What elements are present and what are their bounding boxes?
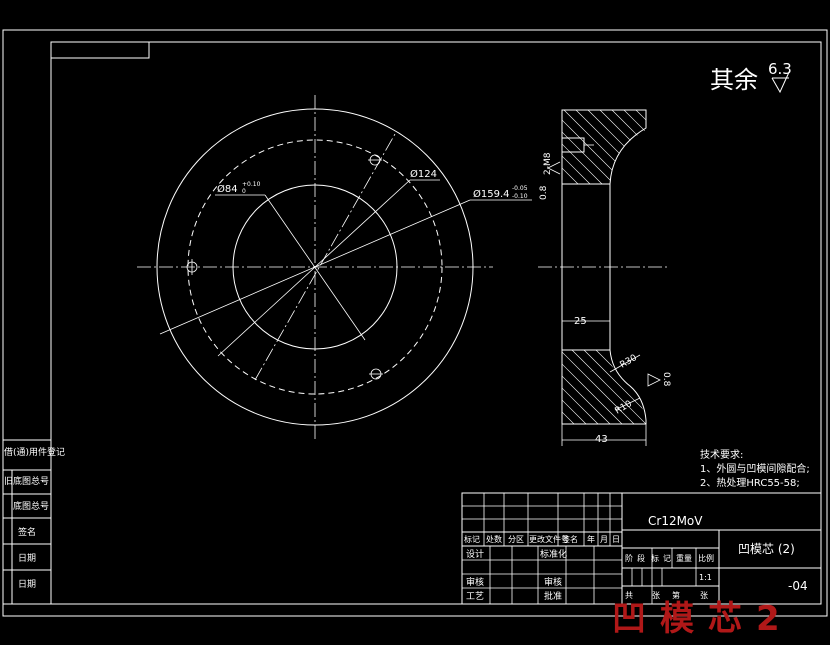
tech-req-title: 技术要求:: [700, 448, 743, 461]
sheet-current-label: 第: [672, 590, 680, 600]
inner-circle: [232, 184, 398, 350]
roughness-note: 其余 6.3: [710, 60, 792, 94]
sheet-unit2-label: 张: [700, 591, 708, 600]
watermark-text: 凹模芯2: [612, 599, 794, 639]
inner-dia-text: Ø84: [217, 183, 238, 195]
rev-header-day: 日: [612, 535, 620, 544]
outer-dia-leader: [159, 199, 471, 335]
material-text: Cr12MoV: [648, 514, 703, 528]
drawing-number-text: -04: [788, 579, 808, 593]
thread-hole-icon: [561, 137, 585, 153]
outer-dia-text: Ø159.4: [473, 188, 510, 200]
rev-header-mark: 标记: [464, 534, 480, 544]
outer-circle: [156, 108, 474, 426]
front-view: Ø84 +0.10 0 Ø124 Ø159.4 -0.05 -0.10: [137, 95, 532, 440]
rev-header-count: 处数: [486, 534, 502, 544]
roughness-symbol-icon: [771, 69, 791, 94]
outer-tol-upper: -0.05: [512, 185, 528, 192]
margin-drawing-number-label: 底图总号: [13, 500, 49, 512]
role-design: 设计: [466, 548, 484, 560]
inner-tol-upper: +0.10: [242, 181, 261, 188]
title-block: 标记 处数 分区 更改文件号 签名 年 月 日 设计 标准化 审核 审核 工艺 …: [461, 492, 822, 605]
stage-header-4: 记: [663, 554, 671, 563]
rev-header-doc: 更改文件号: [529, 534, 569, 544]
sheet-total-label: 共: [625, 591, 633, 600]
mid-dia-leader: [217, 179, 411, 357]
roughness-label: 其余: [710, 66, 758, 94]
role-check: 审核: [466, 576, 484, 588]
section-rough-top-text: 0.8: [539, 185, 549, 200]
outer-tol-lower: -0.10: [512, 193, 528, 200]
role-approve: 批准: [544, 590, 562, 602]
section-view: 2-M8 0.8 25 43 R30 R10 0.8: [538, 109, 671, 446]
margin-old-drawing-label: 旧底图总号: [4, 475, 49, 487]
inner-frame: [50, 41, 822, 605]
width-outer-text: 43: [595, 434, 608, 445]
role-process: 工艺: [466, 591, 484, 602]
part-name-text: 凹模芯 (2): [738, 542, 795, 556]
hole-centerline: [254, 133, 396, 381]
section-rough-top-icon: [547, 161, 561, 175]
technical-requirements: 技术要求: 1、外圆与凹模间隙配合; 2、热处理HRC55-58;: [700, 448, 810, 489]
left-margin-table: 借(通)用件登记 旧底图总号 底图总号 签名 日期 日期: [2, 439, 65, 605]
sheet-unit1-label: 张: [652, 591, 660, 600]
corner-box: [50, 41, 150, 59]
inner-tol-lower: 0: [242, 188, 246, 195]
revision-grid: 标记 处数 分区 更改文件号 签名 年 月 日 设计 标准化 审核 审核 工艺 …: [462, 493, 622, 604]
margin-date-label: 日期: [18, 553, 36, 564]
role-review: 审核: [544, 576, 562, 588]
section-hatch-top: [562, 110, 646, 184]
stage-header-weight: 重量: [676, 553, 692, 563]
pitch-circle: [187, 139, 443, 395]
stage-header-2: 段: [637, 553, 645, 563]
rev-header-month: 月: [600, 535, 608, 544]
section-rough-bottom-text: 0.8: [661, 372, 671, 387]
mid-dia-text: Ø124: [410, 168, 437, 180]
stage-header-scale: 比例: [698, 553, 714, 563]
tech-req-item2: 2、热处理HRC55-58;: [700, 476, 800, 489]
rev-header-sign: 签名: [562, 534, 578, 544]
radius-large-text: R30: [619, 353, 640, 371]
margin-sign-label: 签名: [18, 526, 36, 538]
rev-header-zone: 分区: [508, 535, 524, 544]
scale-value: 1:1: [699, 573, 712, 582]
hole-marker-left-icon: [186, 259, 198, 275]
width-inner-text: 25: [574, 316, 587, 327]
margin-borrow-label: 借(通)用件登记: [4, 446, 65, 458]
hole-marker-top-icon: [368, 154, 382, 166]
section-hatch-bottom: [562, 350, 646, 424]
rev-header-year: 年: [587, 534, 595, 544]
margin-date2-label: 日期: [18, 579, 36, 590]
stage-header-1: 阶: [625, 553, 633, 563]
stage-header-3: 标: [651, 553, 659, 563]
role-standard: 标准化: [540, 548, 567, 560]
tech-req-item1: 1、外圆与凹模间隙配合;: [700, 462, 810, 475]
hole-marker-bottom-icon: [369, 368, 383, 380]
thread-text: 2-M8: [543, 152, 553, 175]
section-rough-bottom-icon: [647, 373, 661, 387]
outer-frame: [2, 29, 828, 617]
roughness-value: 6.3: [768, 60, 792, 78]
